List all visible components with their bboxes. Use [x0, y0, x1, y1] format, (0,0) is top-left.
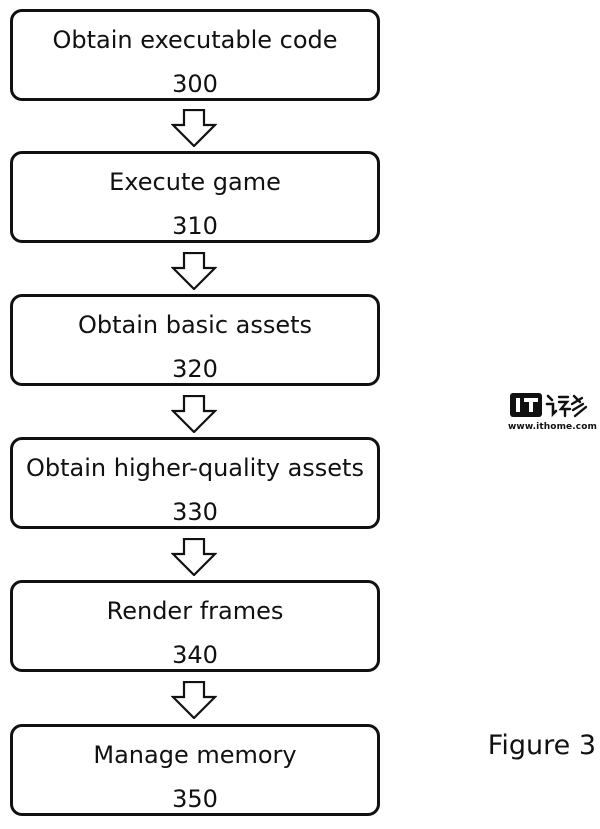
arrow-down-icon: [171, 252, 217, 290]
arrow-down-icon: [171, 109, 217, 147]
step-box-310: Execute game 310: [10, 151, 380, 243]
step-label: Obtain higher-quality assets: [26, 454, 364, 482]
step-number: 330: [172, 498, 218, 526]
ithome-watermark-logo: www.ithome.com: [508, 392, 597, 440]
arrow-down-icon: [171, 395, 217, 433]
step-number: 320: [172, 355, 218, 383]
figure-label: Figure 3: [487, 730, 596, 761]
arrow-down-icon: [171, 538, 217, 576]
step-box-340: Render frames 340: [10, 580, 380, 672]
step-number: 300: [172, 70, 218, 98]
step-number: 340: [172, 641, 218, 669]
watermark-url: www.ithome.com: [508, 422, 597, 432]
step-label: Obtain executable code: [52, 26, 338, 54]
step-box-350: Manage memory 350: [10, 724, 380, 816]
step-box-300: Obtain executable code 300: [10, 9, 380, 101]
step-label: Render frames: [106, 597, 284, 625]
arrow-down-icon: [171, 681, 217, 719]
step-label: Execute game: [109, 168, 281, 196]
step-number: 350: [172, 785, 218, 813]
step-box-320: Obtain basic assets 320: [10, 294, 380, 386]
step-box-330: Obtain higher-quality assets 330: [10, 437, 380, 529]
ithome-logo-icon: [510, 393, 588, 418]
step-label: Manage memory: [93, 741, 297, 769]
step-number: 310: [172, 212, 218, 240]
step-label: Obtain basic assets: [77, 311, 313, 339]
